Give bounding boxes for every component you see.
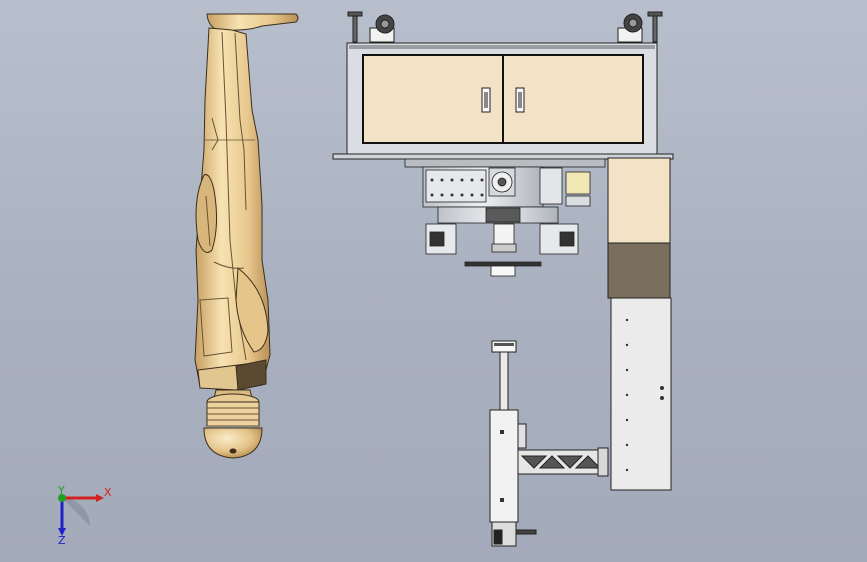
cabinet-door-right bbox=[502, 54, 644, 144]
truss-arm bbox=[515, 447, 609, 477]
caster-right bbox=[617, 13, 643, 43]
actuator-cap bbox=[491, 340, 517, 353]
x-axis-label: X bbox=[104, 486, 112, 499]
robot-elbow bbox=[195, 174, 218, 253]
caster-left bbox=[369, 14, 395, 43]
leveling-foot-left bbox=[347, 11, 363, 43]
robot-end-effector bbox=[203, 393, 263, 459]
actuator-body bbox=[489, 409, 519, 523]
cabinet-door-left bbox=[362, 54, 504, 144]
gantry-mechanism bbox=[404, 158, 606, 277]
robot-arm bbox=[194, 13, 299, 459]
vertical-actuator bbox=[489, 340, 537, 547]
column-body bbox=[610, 297, 672, 491]
column-brown-band bbox=[607, 242, 671, 299]
leveling-foot-right bbox=[647, 11, 663, 43]
column-top-panel bbox=[607, 157, 671, 244]
z-axis-label: Z bbox=[58, 534, 66, 547]
vertical-column bbox=[607, 157, 672, 491]
y-axis-label: Y bbox=[57, 484, 65, 497]
sensor-yellow bbox=[565, 171, 591, 195]
robot-top-flange bbox=[206, 13, 299, 33]
cabinet bbox=[332, 11, 674, 160]
robot-lower-lobe bbox=[235, 267, 269, 353]
axis-triad-icon: X Y Z bbox=[57, 484, 112, 547]
